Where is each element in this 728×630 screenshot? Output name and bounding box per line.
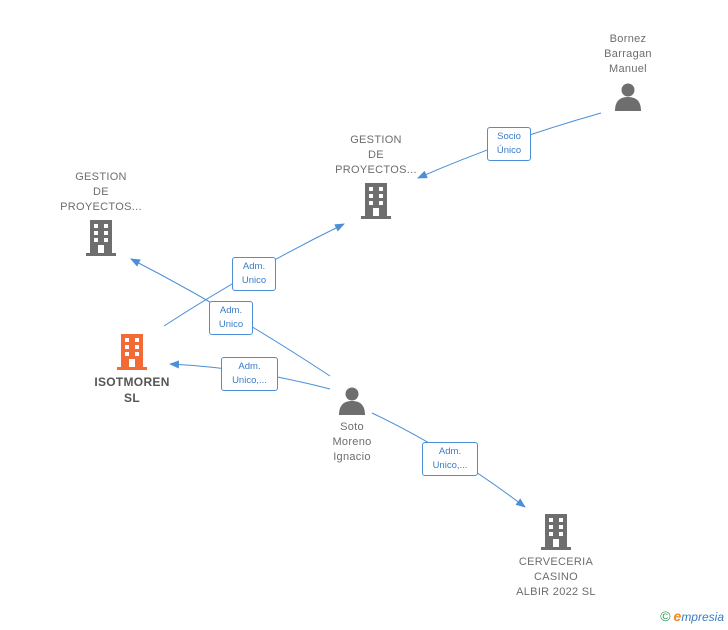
node-cerveceria-casino-albir[interactable]: CERVECERIA CASINO ALBIR 2022 SL [506,514,606,600]
node-gestion-proyectos-right[interactable]: GESTION DE PROYECTOS... [330,133,422,219]
node-label: ISOTMOREN SL [94,375,170,405]
node-label: GESTION DE PROYECTOS... [335,134,417,176]
edge-label-adm-unico-2[interactable]: Adm. Unico [209,301,253,335]
person-icon [615,83,641,111]
brand-initial: e [673,608,682,624]
brand-name: mpresia [681,610,724,624]
node-bornez-barragan-manuel[interactable]: Bornez Barragan Manuel [588,32,668,111]
person-icon [339,387,365,415]
building-icon [541,514,571,550]
node-label: CERVECERIA CASINO ALBIR 2022 SL [516,556,596,598]
building-icon [86,220,116,256]
edge-label-adm-unico-4[interactable]: Adm. Unico,... [422,442,478,476]
node-gestion-proyectos-left[interactable]: GESTION DE PROYECTOS... [55,170,147,256]
node-label: Bornez Barragan Manuel [604,33,652,75]
edge-label-adm-unico-3[interactable]: Adm. Unico,... [221,357,278,391]
node-label: Soto Moreno Ignacio [332,421,372,463]
building-icon [361,183,391,219]
empresia-logo: ©empresia [660,608,724,624]
building-icon [117,334,147,370]
edge-label-socio-unico[interactable]: Socio Único [487,127,531,161]
copyright-symbol: © [660,608,671,624]
node-soto-moreno-ignacio[interactable]: Soto Moreno Ignacio [312,385,392,465]
node-label: GESTION DE PROYECTOS... [60,171,142,213]
node-isotmoren-sl[interactable]: ISOTMOREN SL [86,334,178,406]
edge-label-adm-unico-1[interactable]: Adm. Unico [232,257,276,291]
